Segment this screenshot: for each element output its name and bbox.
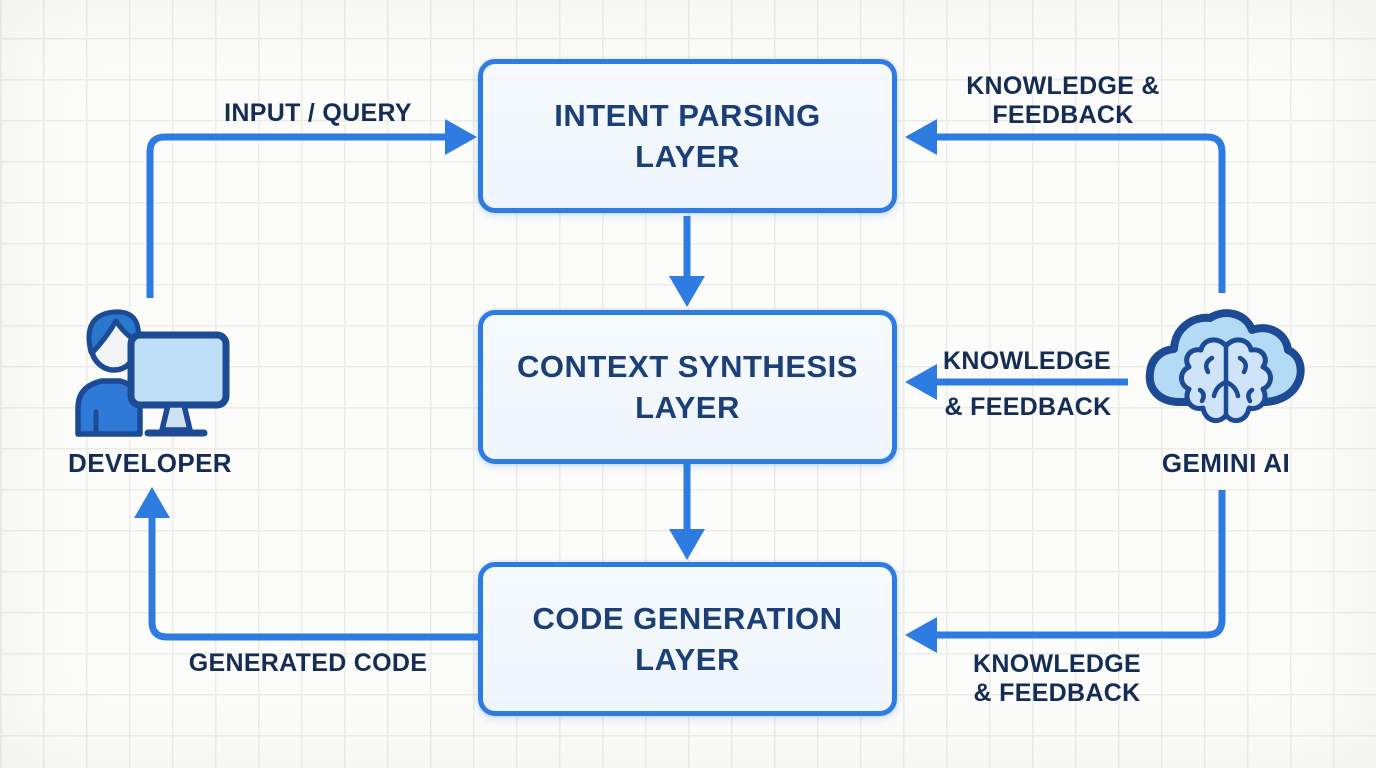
edge-label-knowledge-feedback-top: KNOWLEDGE & FEEDBACK xyxy=(913,72,1213,130)
edge-input-query-line xyxy=(146,133,448,298)
arrowhead-intent-to-context xyxy=(669,276,705,307)
arrowhead-knowledge-feedback-bottom xyxy=(905,617,937,653)
arrowhead-generated-code xyxy=(134,487,170,518)
edge-label-knowledge-feedback-top-line2: FEEDBACK xyxy=(992,101,1134,129)
arrowhead-context-to-codegen xyxy=(669,529,705,560)
node-code-generation-line1: CODE GENERATION xyxy=(532,601,843,636)
edge-knowledge-feedback-bottom-line xyxy=(934,490,1226,639)
edge-label-input-query: INPUT / QUERY xyxy=(224,99,412,127)
edge-knowledge-feedback-top-line xyxy=(934,133,1226,293)
edge-label-knowledge-feedback-top-line1: KNOWLEDGE & xyxy=(966,72,1160,100)
node-code-generation-layer: CODE GENERATION LAYER xyxy=(478,562,897,716)
node-intent-parsing-line2: LAYER xyxy=(635,139,740,174)
edge-label-generated-code: GENERATED CODE xyxy=(188,649,428,677)
node-intent-parsing-layer: INTENT PARSING LAYER xyxy=(478,59,897,213)
gemini-ai-label: GEMINI AI xyxy=(1161,448,1291,478)
edge-label-knowledge-feedback-bottom-line2: & FEEDBACK xyxy=(973,679,1141,707)
edge-label-knowledge-feedback-mid-line2: & FEEDBACK xyxy=(944,393,1112,421)
node-context-synthesis-layer: CONTEXT SYNTHESIS LAYER xyxy=(478,310,897,464)
node-code-generation-line2: LAYER xyxy=(635,642,740,677)
developer-label: DEVELOPER xyxy=(68,448,232,478)
edge-label-knowledge-feedback-bottom-line1: KNOWLEDGE xyxy=(973,650,1141,678)
edge-generated-code-line xyxy=(148,516,478,641)
edge-label-knowledge-feedback-bottom: KNOWLEDGE & FEEDBACK xyxy=(907,650,1207,708)
cloud-brain-icon xyxy=(1145,309,1305,424)
node-context-synthesis-line2: LAYER xyxy=(635,390,740,425)
node-context-synthesis-line1: CONTEXT SYNTHESIS xyxy=(517,349,858,384)
node-intent-parsing-line1: INTENT PARSING xyxy=(554,98,821,133)
developer-at-monitor-icon xyxy=(75,309,230,437)
edge-label-knowledge-feedback-mid-line1: KNOWLEDGE xyxy=(943,347,1111,375)
